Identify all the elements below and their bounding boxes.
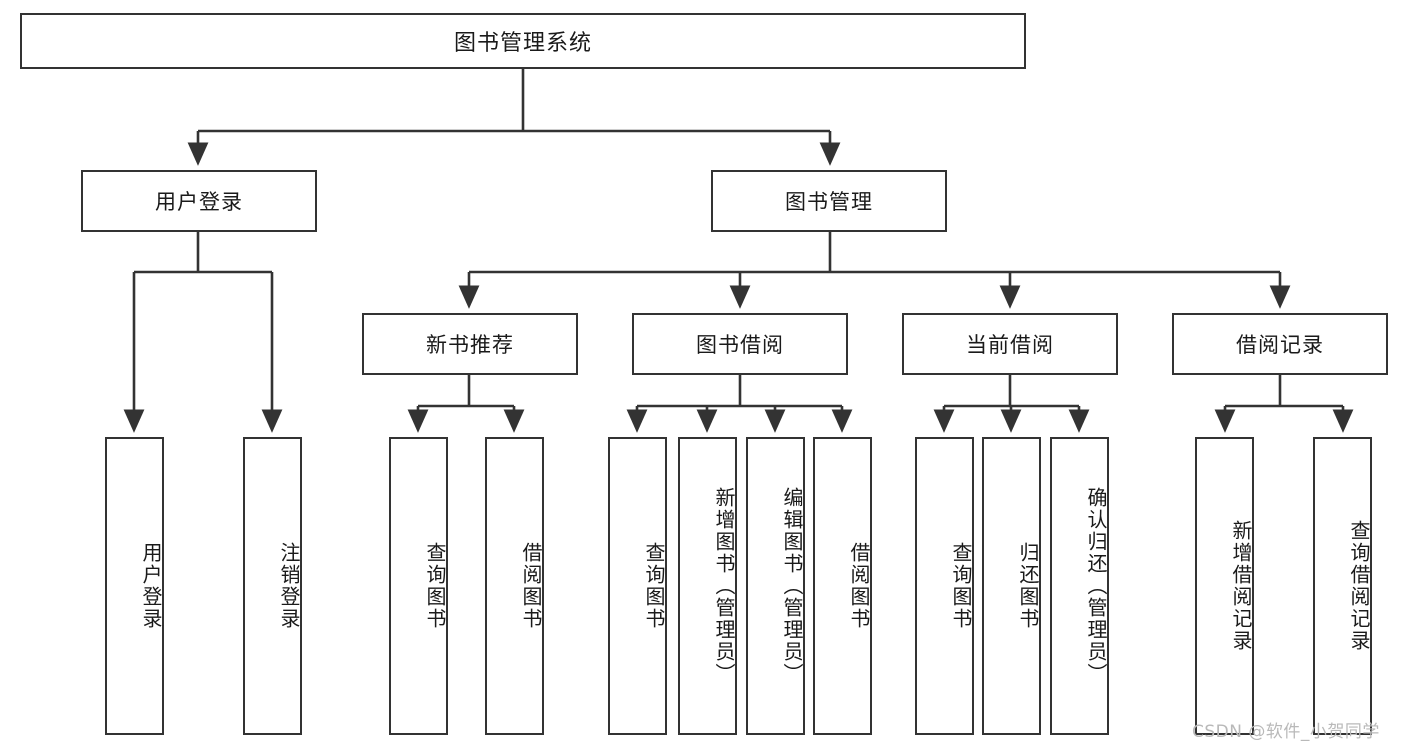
leaf-currentborrow-confirm-return[interactable]: 确认归还（管理员） bbox=[1050, 437, 1109, 735]
leaf-bookborrow-query-book[interactable]: 查询图书 bbox=[608, 437, 667, 735]
leaf-bookborrow-borrow-book[interactable]: 借阅图书 bbox=[813, 437, 872, 735]
node-book-borrow[interactable]: 图书借阅 bbox=[632, 313, 848, 375]
node-book-management[interactable]: 图书管理 bbox=[711, 170, 947, 232]
leaf-newbook-query-book[interactable]: 查询图书 bbox=[389, 437, 448, 735]
leaf-logout[interactable]: 注销登录 bbox=[243, 437, 302, 735]
node-borrow-record[interactable]: 借阅记录 bbox=[1172, 313, 1388, 375]
leaf-borrowrecord-query-record[interactable]: 查询借阅记录 bbox=[1313, 437, 1372, 735]
node-user-login[interactable]: 用户登录 bbox=[81, 170, 317, 232]
leaf-borrowrecord-add-record[interactable]: 新增借阅记录 bbox=[1195, 437, 1254, 735]
leaf-currentborrow-query-book[interactable]: 查询图书 bbox=[915, 437, 974, 735]
node-current-borrow[interactable]: 当前借阅 bbox=[902, 313, 1118, 375]
leaf-currentborrow-return-book[interactable]: 归还图书 bbox=[982, 437, 1041, 735]
leaf-bookborrow-edit-book[interactable]: 编辑图书（管理员） bbox=[746, 437, 805, 735]
node-new-book-recommend[interactable]: 新书推荐 bbox=[362, 313, 578, 375]
leaf-user-login[interactable]: 用户登录 bbox=[105, 437, 164, 735]
csdn-watermark: CSDN @软件_小贺同学 bbox=[1192, 722, 1380, 742]
node-root[interactable]: 图书管理系统 bbox=[20, 13, 1026, 69]
leaf-newbook-borrow-book[interactable]: 借阅图书 bbox=[485, 437, 544, 735]
leaf-bookborrow-add-book[interactable]: 新增图书（管理员） bbox=[678, 437, 737, 735]
